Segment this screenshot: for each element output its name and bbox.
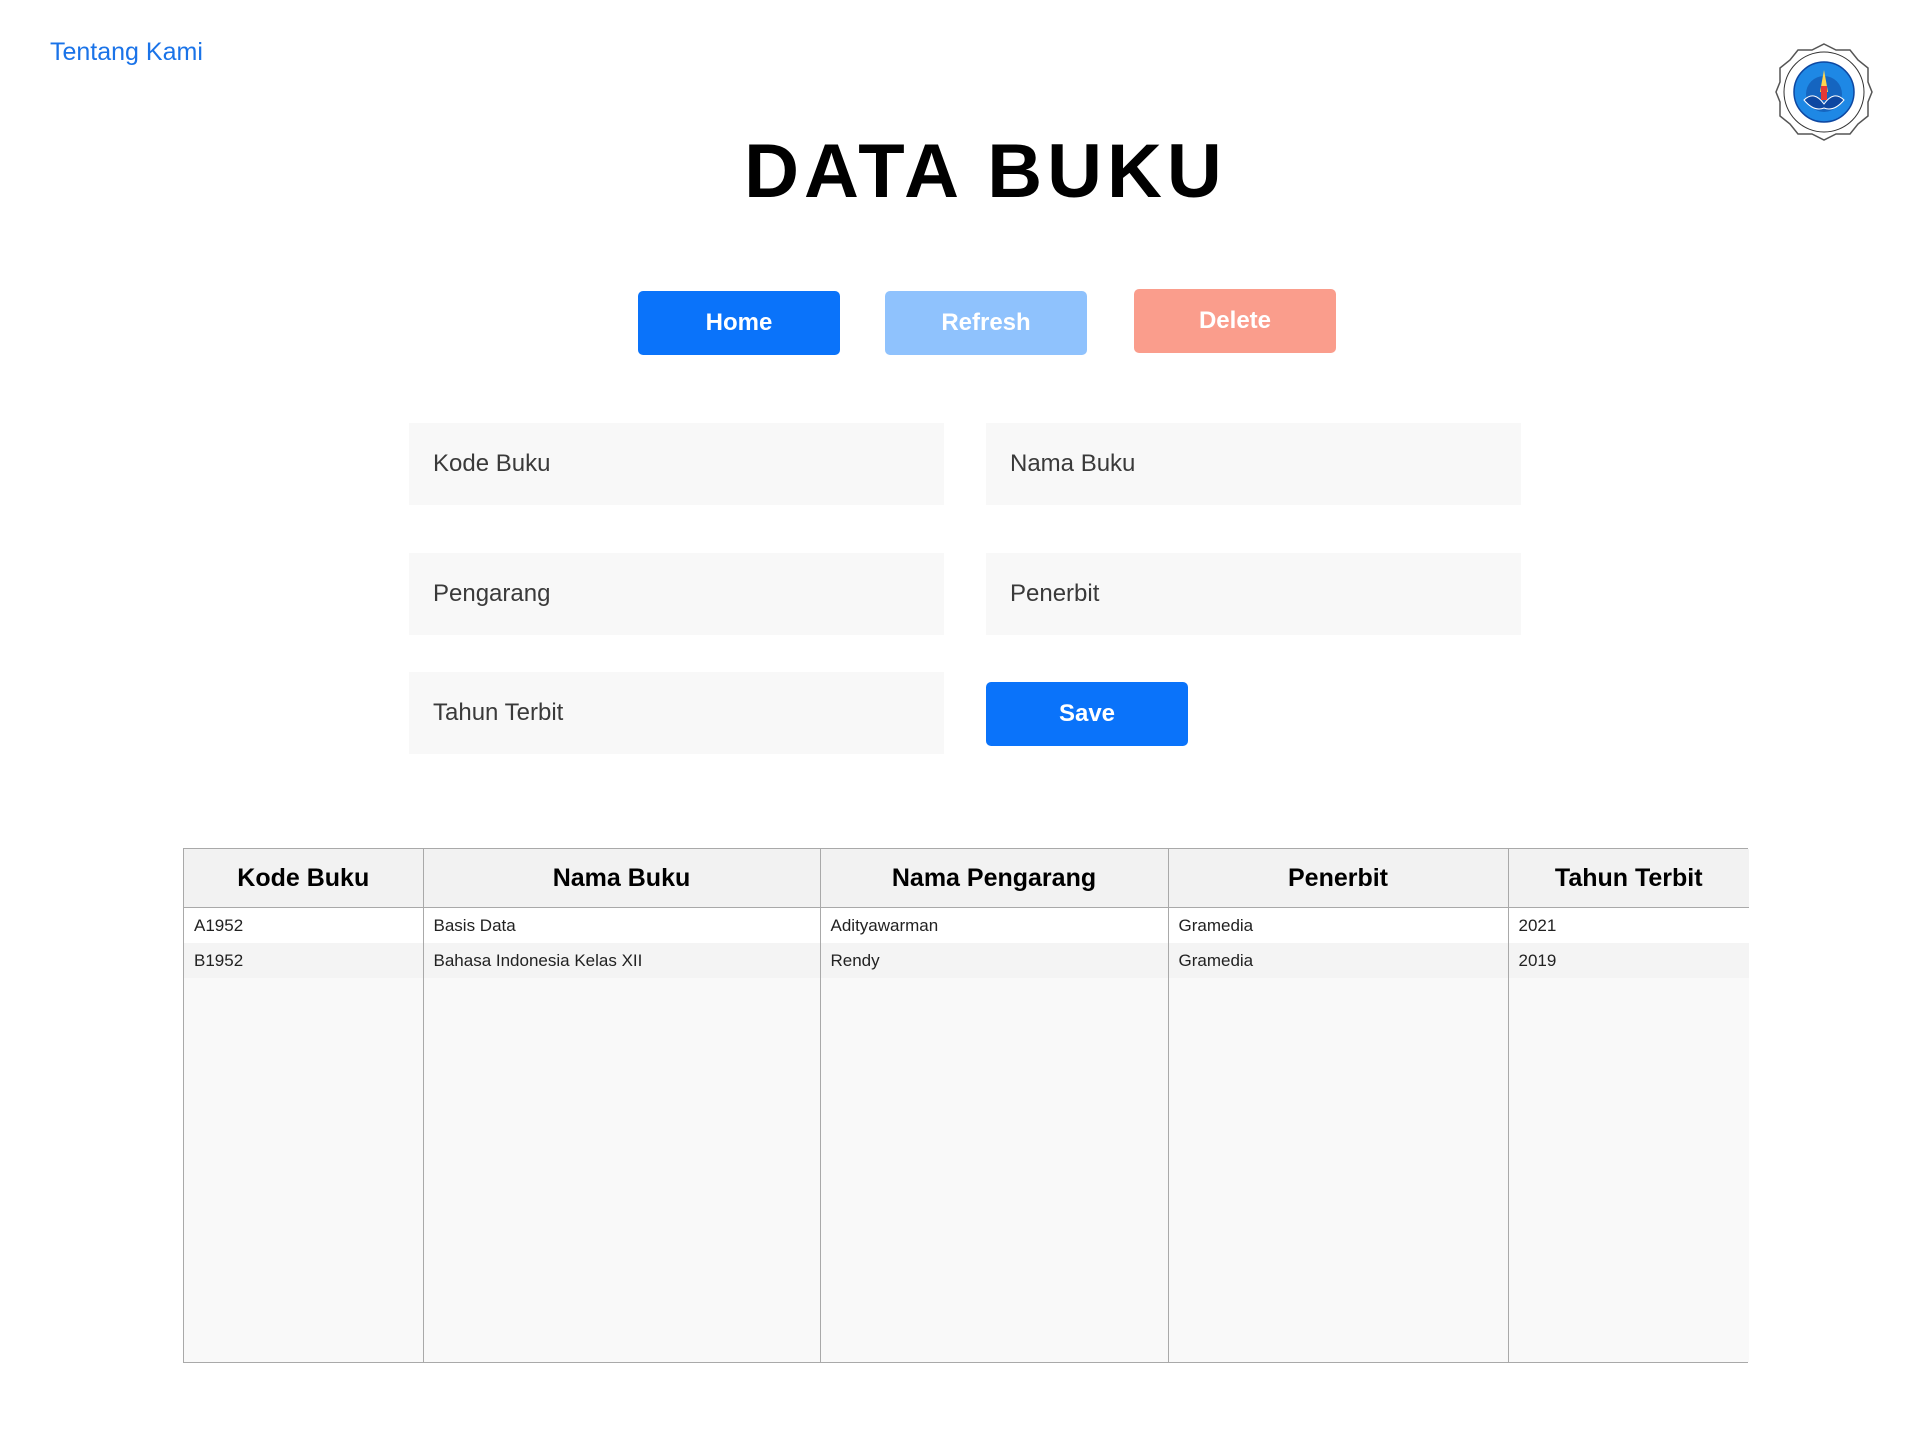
pengarang-input[interactable] (409, 553, 944, 635)
cell-kode-buku: B1952 (184, 943, 424, 978)
table-row[interactable]: B1952 Bahasa Indonesia Kelas XII Rendy G… (184, 943, 1749, 978)
book-table-container: Kode Buku Nama Buku Nama Pengarang Pener… (183, 848, 1749, 1363)
column-header-nama-buku[interactable]: Nama Buku (423, 849, 821, 908)
column-header-tahun-terbit[interactable]: Tahun Terbit (1508, 849, 1749, 908)
refresh-button[interactable]: Refresh (885, 291, 1087, 355)
column-header-penerbit[interactable]: Penerbit (1168, 849, 1509, 908)
column-header-kode-buku[interactable]: Kode Buku (184, 849, 424, 908)
cell-penerbit: Gramedia (1168, 943, 1509, 978)
page-title: DATA BUKU (744, 129, 1227, 214)
table-empty-area (184, 978, 1749, 1362)
cell-kode-buku: A1952 (184, 907, 424, 943)
cell-tahun-terbit: 2021 (1508, 907, 1749, 943)
cell-nama-pengarang: Adityawarman (820, 907, 1169, 943)
about-link[interactable]: Tentang Kami (50, 38, 203, 66)
save-button[interactable]: Save (986, 682, 1188, 746)
delete-button[interactable]: Delete (1134, 289, 1336, 353)
kode-buku-input[interactable] (409, 423, 944, 505)
cell-tahun-terbit: 2019 (1508, 943, 1749, 978)
column-header-nama-pengarang[interactable]: Nama Pengarang (820, 849, 1169, 908)
tahun-terbit-input[interactable] (409, 672, 944, 754)
home-button[interactable]: Home (638, 291, 840, 355)
cell-penerbit: Gramedia (1168, 907, 1509, 943)
table-row[interactable]: A1952 Basis Data Adityawarman Gramedia 2… (184, 907, 1749, 943)
book-table: Kode Buku Nama Buku Nama Pengarang Pener… (184, 849, 1749, 1362)
penerbit-input[interactable] (986, 553, 1521, 635)
school-emblem-icon (1775, 43, 1873, 141)
cell-nama-buku: Bahasa Indonesia Kelas XII (423, 943, 821, 978)
cell-nama-buku: Basis Data (423, 907, 821, 943)
cell-nama-pengarang: Rendy (820, 943, 1169, 978)
table-header-row: Kode Buku Nama Buku Nama Pengarang Pener… (184, 849, 1749, 908)
nama-buku-input[interactable] (986, 423, 1521, 505)
